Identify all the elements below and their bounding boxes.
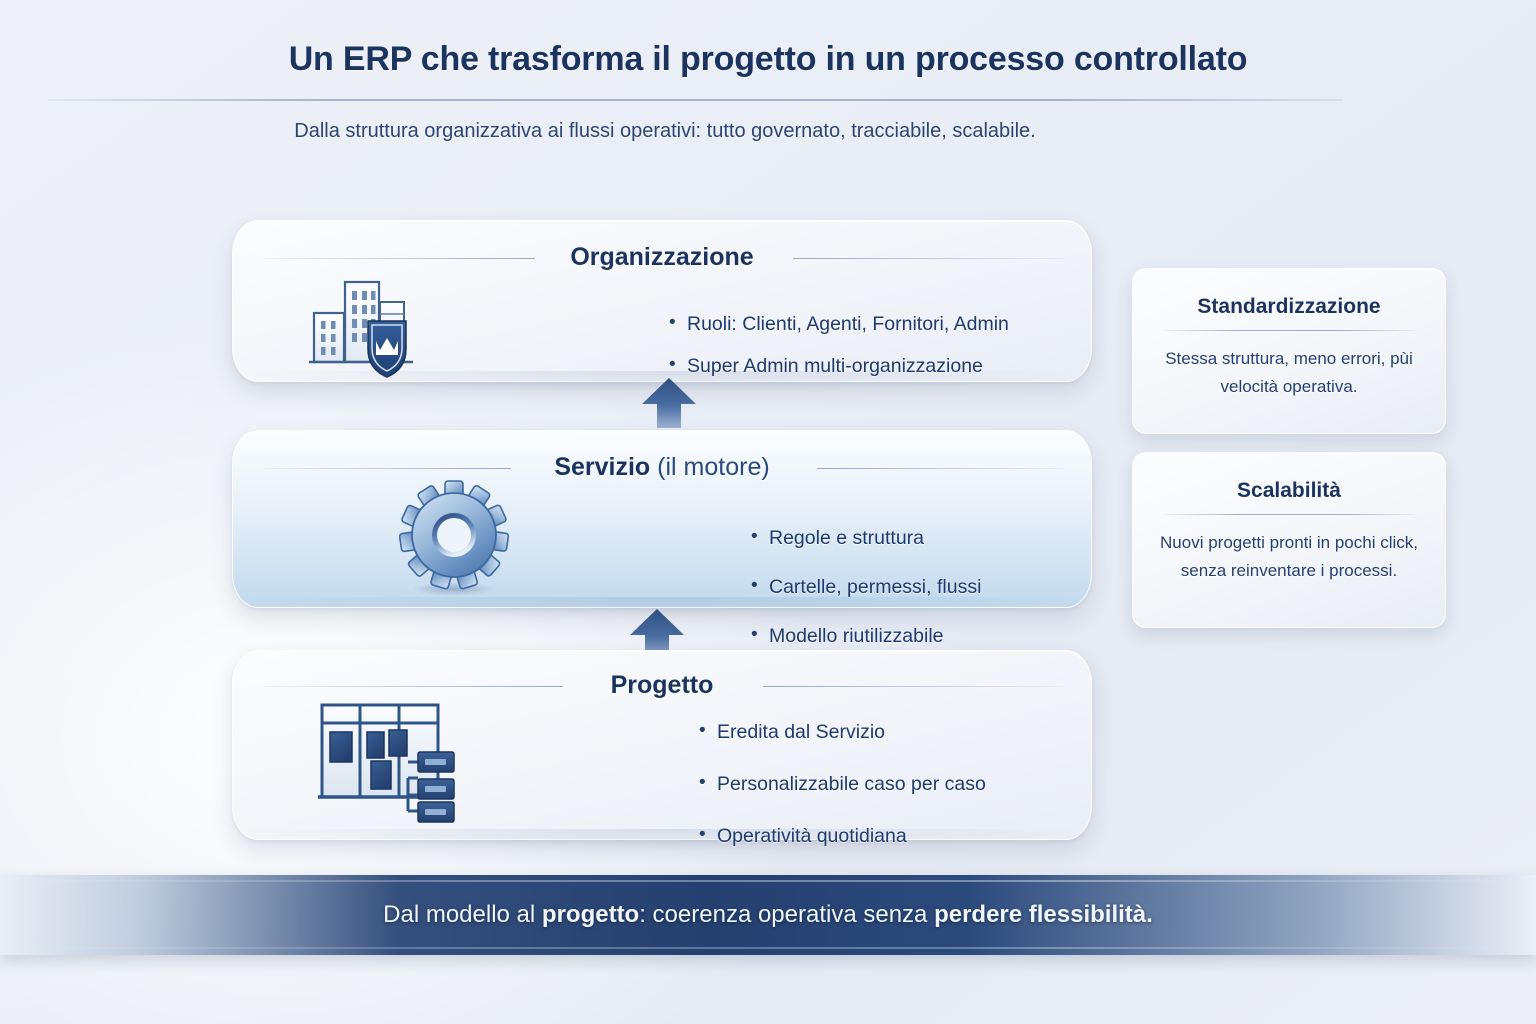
side-card-body: Nuovi progetti pronti in pochi click, se… [1160,533,1418,580]
banner-bold-2: perdere flessibilità. [934,901,1153,928]
title-rule-right [793,258,1065,259]
list-item: Cartelle, permessi, flussi [751,575,981,599]
header-divider [48,99,1343,101]
footer-banner: Dal modello al progetto: coerenza operat… [0,875,1536,955]
page-subtitle: Dalla struttura organizzativa ai flussi … [294,120,1036,142]
arrow-servizio-organizzazione-icon [640,377,698,429]
side-card-title: Standardizzazione [1197,295,1381,318]
layer-title-main: Servizio [554,453,651,481]
side-card-title: Scalabilità [1237,479,1341,502]
arrow-progetto-servizio-icon [628,608,686,660]
bullet-list-servizio: Regole e struttura Cartelle, permessi, f… [751,526,981,648]
list-item: Operatività quotidiana [699,824,986,848]
layer-card-organizzazione[interactable]: Organizzazione [232,220,1092,393]
gear-icon [393,479,515,602]
list-item: Eredita dal Servizio [699,720,986,744]
layer-title-organizzazione: Organizzazione [570,243,754,271]
title-rule-left [263,258,535,259]
banner-part-1: Dal modello al [383,901,542,928]
banner-part-2: : coerenza operativa senza [639,901,935,928]
layer-title-progetto: Progetto [610,671,714,699]
title-rule-left [263,686,563,687]
list-item: Ruoli: Clienti, Agenti, Fornitori, Admin [669,312,1009,336]
banner-highlight-top [0,880,1536,882]
title-rule-right [817,468,1065,469]
list-item: Modello riutilizzabile [751,624,981,648]
banner-highlight-bottom [0,947,1536,949]
list-item: Super Admin multi-organizzazione [669,354,1009,378]
banner-bold-1: progetto [541,901,640,928]
title-rule-left [263,468,511,469]
layer-title-suffix: (il motore) [657,453,770,481]
bullet-list-organizzazione: Ruoli: Clienti, Agenti, Fornitori, Admin… [669,312,1009,378]
side-card-scalabilita[interactable]: Scalabilità Nuovi progetti pronti in poc… [1132,452,1446,628]
list-item: Regole e struttura [751,526,981,550]
office-building-shield-crown-icon [305,269,425,384]
layer-title-servizio: Servizio (il motore) [233,453,1091,482]
side-card-body: Stessa struttura, meno errori, pùi veloc… [1165,349,1413,396]
title-rule-right [763,686,1063,687]
bullet-list-progetto: Eredita dal Servizio Personalizzabile ca… [699,720,986,848]
side-card-divider [1163,514,1415,515]
kanban-board-nodes-icon [313,696,461,831]
side-card-divider [1163,330,1415,331]
list-item: Personalizzabile caso per caso [699,772,986,796]
banner-text: Dal modello al progetto: coerenza operat… [0,875,1536,955]
side-card-standardizzazione[interactable]: Standardizzazione Stessa struttura, meno… [1132,268,1446,434]
page-title: Un ERP che trasforma il progetto in un p… [288,40,1248,78]
layer-card-progetto[interactable]: Progetto [232,650,1092,851]
layer-card-servizio[interactable]: Servizio (il motore) [232,430,1092,647]
